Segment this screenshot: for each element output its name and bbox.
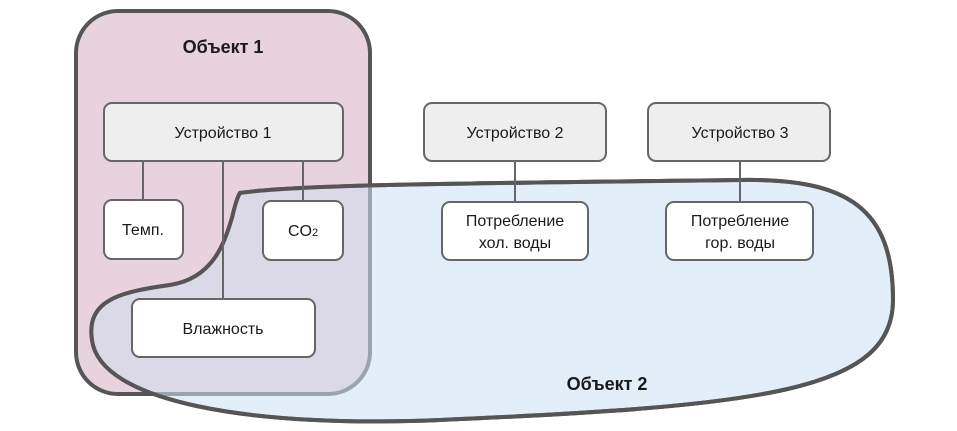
sensor-cold-water-line2: хол. воды [479,235,551,252]
sensor-humidity-label: Влажность [182,321,263,338]
object-1-title: Объект 1 [183,37,264,57]
sensor-co2[interactable]: CO2 [262,200,344,261]
sensor-cold-water-line1: Потребление [466,213,564,230]
sensor-hot-water-line2: гор. воды [705,235,775,252]
device-3[interactable]: Устройство 3 [647,102,831,162]
object-2-title: Объект 2 [567,374,648,394]
sensor-hot-water-line1: Потребление [691,213,789,230]
object-2-outline [89,177,896,424]
device-1[interactable]: Устройство 1 [103,102,344,162]
device-1-label: Устройство 1 [174,125,271,142]
sensor-temp-label: Темп. [122,222,164,239]
co2-subscript: 2 [312,227,318,239]
connectors [142,161,741,299]
sensor-humidity[interactable]: Влажность [131,298,316,358]
sensor-temp[interactable]: Темп. [103,199,184,260]
co2-main: CO [288,223,312,240]
device-2[interactable]: Устройство 2 [423,102,607,162]
sensor-cold-water[interactable]: Потребление хол. воды [441,201,589,261]
device-3-label: Устройство 3 [691,125,788,142]
sensor-hot-water[interactable]: Потребление гор. воды [665,201,814,261]
sensor-co2-label: CO2 [288,223,318,240]
device-2-label: Устройство 2 [466,125,563,142]
